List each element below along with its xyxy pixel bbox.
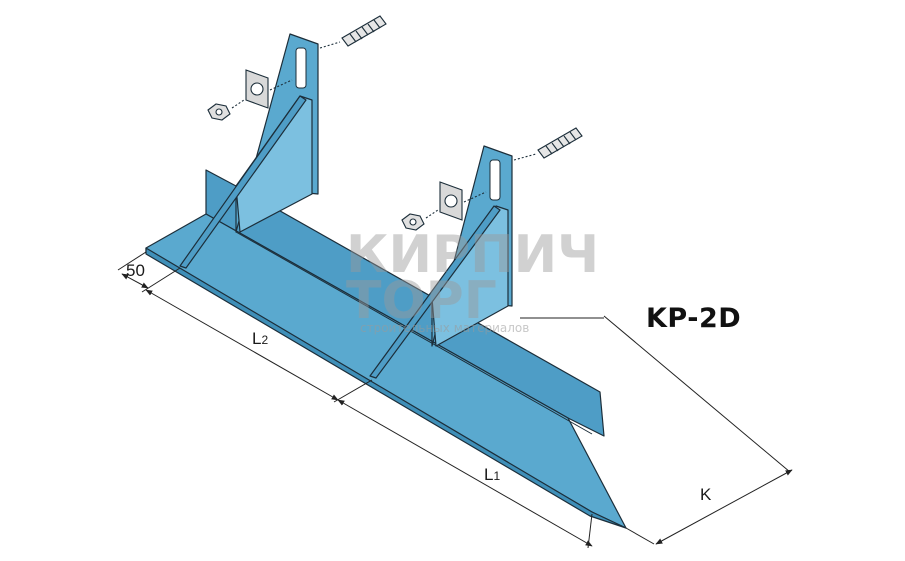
bolt-icon xyxy=(537,127,583,159)
washer-plate-icon xyxy=(439,181,463,221)
watermark-line3: строительных материалов xyxy=(360,321,529,335)
slot-back xyxy=(295,47,307,89)
washer-plate-icon xyxy=(245,69,269,109)
dim-line-l1 xyxy=(337,399,593,547)
watermark: КИРПИЧ ТОРГ строительных материалов xyxy=(346,225,599,335)
dimension-lines xyxy=(117,251,793,549)
nut-icon xyxy=(401,213,425,231)
slots xyxy=(295,47,501,201)
dim-line-k xyxy=(655,469,793,545)
dim-label-50: 50 xyxy=(126,261,145,280)
dim-label-l2: L2 xyxy=(252,329,268,348)
slot-front xyxy=(489,159,501,201)
dim-line-50 xyxy=(121,273,149,289)
gusset-front xyxy=(369,205,501,379)
dim-label-k: K xyxy=(700,485,712,504)
hardware-back xyxy=(207,15,387,121)
model-label: KP-2D xyxy=(646,303,742,334)
dim-label-l1: L1 xyxy=(484,465,500,484)
gusset-back xyxy=(179,95,307,269)
watermark-line1: КИРПИЧ xyxy=(346,225,599,285)
nut-icon xyxy=(207,103,231,121)
bolt-icon xyxy=(341,15,387,47)
dimension-labels: 50 L2 L1 K xyxy=(126,261,712,504)
dim-line-l2 xyxy=(145,289,339,401)
hardware-front xyxy=(401,127,583,231)
watermark-line2: ТОРГ xyxy=(346,271,497,331)
